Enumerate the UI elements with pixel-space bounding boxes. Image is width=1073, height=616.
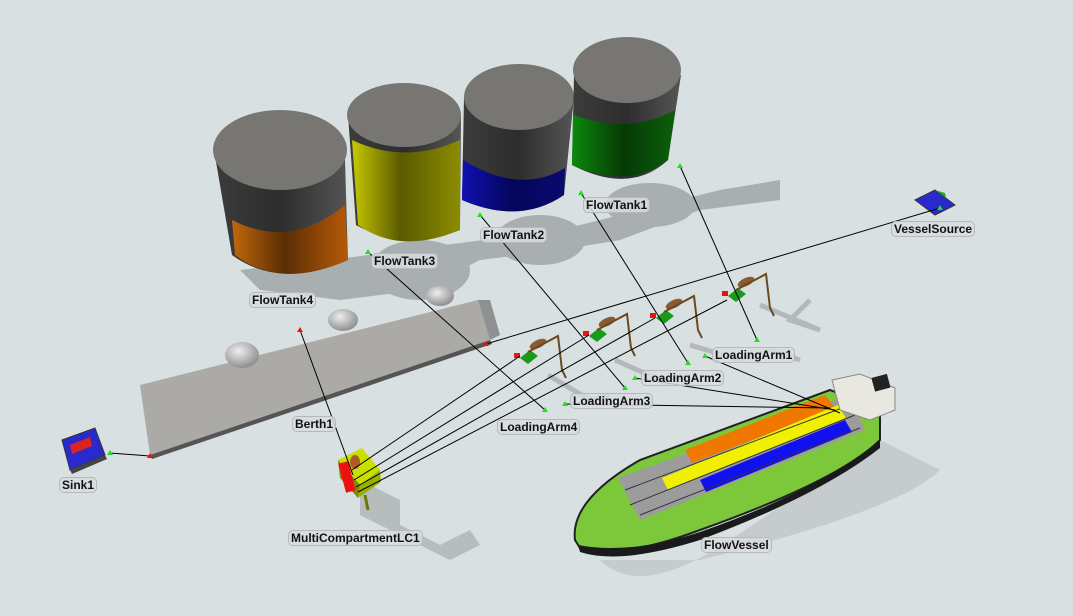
output-port-marker[interactable]: [754, 337, 760, 342]
sink1-object[interactable]: [61, 427, 107, 474]
flow-vessel[interactable]: [573, 373, 940, 576]
label-loading-arm1[interactable]: LoadingArm1: [712, 347, 796, 363]
output-port-marker[interactable]: [562, 401, 568, 406]
output-port-marker[interactable]: [107, 450, 113, 455]
flowtank4[interactable]: [213, 110, 348, 274]
multi-compartment-object[interactable]: [338, 448, 480, 560]
input-port-marker[interactable]: [297, 327, 303, 332]
label-berth1[interactable]: Berth1: [292, 416, 337, 432]
label-flowtank2[interactable]: FlowTank2: [480, 227, 548, 243]
label-sink1[interactable]: Sink1: [59, 477, 98, 493]
label-vessel-source[interactable]: VesselSource: [891, 221, 976, 237]
output-port-marker[interactable]: [578, 190, 584, 195]
input-port-marker[interactable]: [483, 341, 489, 346]
label-flowtank1[interactable]: FlowTank1: [583, 197, 651, 213]
label-loading-arm2[interactable]: LoadingArm2: [641, 370, 725, 386]
label-flowtank4[interactable]: FlowTank4: [249, 292, 317, 308]
label-loading-arm4[interactable]: LoadingArm4: [497, 419, 581, 435]
label-flow-vessel[interactable]: FlowVessel: [701, 537, 772, 553]
output-port-marker[interactable]: [365, 249, 371, 254]
output-port-marker[interactable]: [677, 163, 683, 168]
output-port-marker[interactable]: [937, 205, 943, 210]
loading-arm2[interactable]: [650, 294, 703, 339]
output-port-marker[interactable]: [542, 407, 548, 412]
output-port-marker[interactable]: [685, 360, 691, 365]
output-port-marker[interactable]: [477, 212, 483, 217]
input-port-marker[interactable]: [147, 453, 153, 458]
output-port-marker[interactable]: [622, 385, 628, 390]
label-flowtank3[interactable]: FlowTank3: [371, 253, 439, 269]
flowtank3[interactable]: [347, 83, 461, 242]
label-multi-compartment[interactable]: MultiCompartmentLC1: [288, 530, 423, 546]
output-port-marker[interactable]: [702, 353, 708, 358]
label-loading-arm3[interactable]: LoadingArm3: [570, 393, 654, 409]
loading-arm3[interactable]: [583, 312, 636, 357]
flowtank1[interactable]: [572, 37, 681, 179]
loading-arm4[interactable]: [514, 334, 567, 379]
output-port-marker[interactable]: [632, 375, 638, 380]
connection-lines: [109, 165, 941, 493]
berth1[interactable]: [140, 286, 500, 459]
flowtank2[interactable]: [462, 64, 574, 212]
vessel-source-object[interactable]: [914, 189, 956, 216]
